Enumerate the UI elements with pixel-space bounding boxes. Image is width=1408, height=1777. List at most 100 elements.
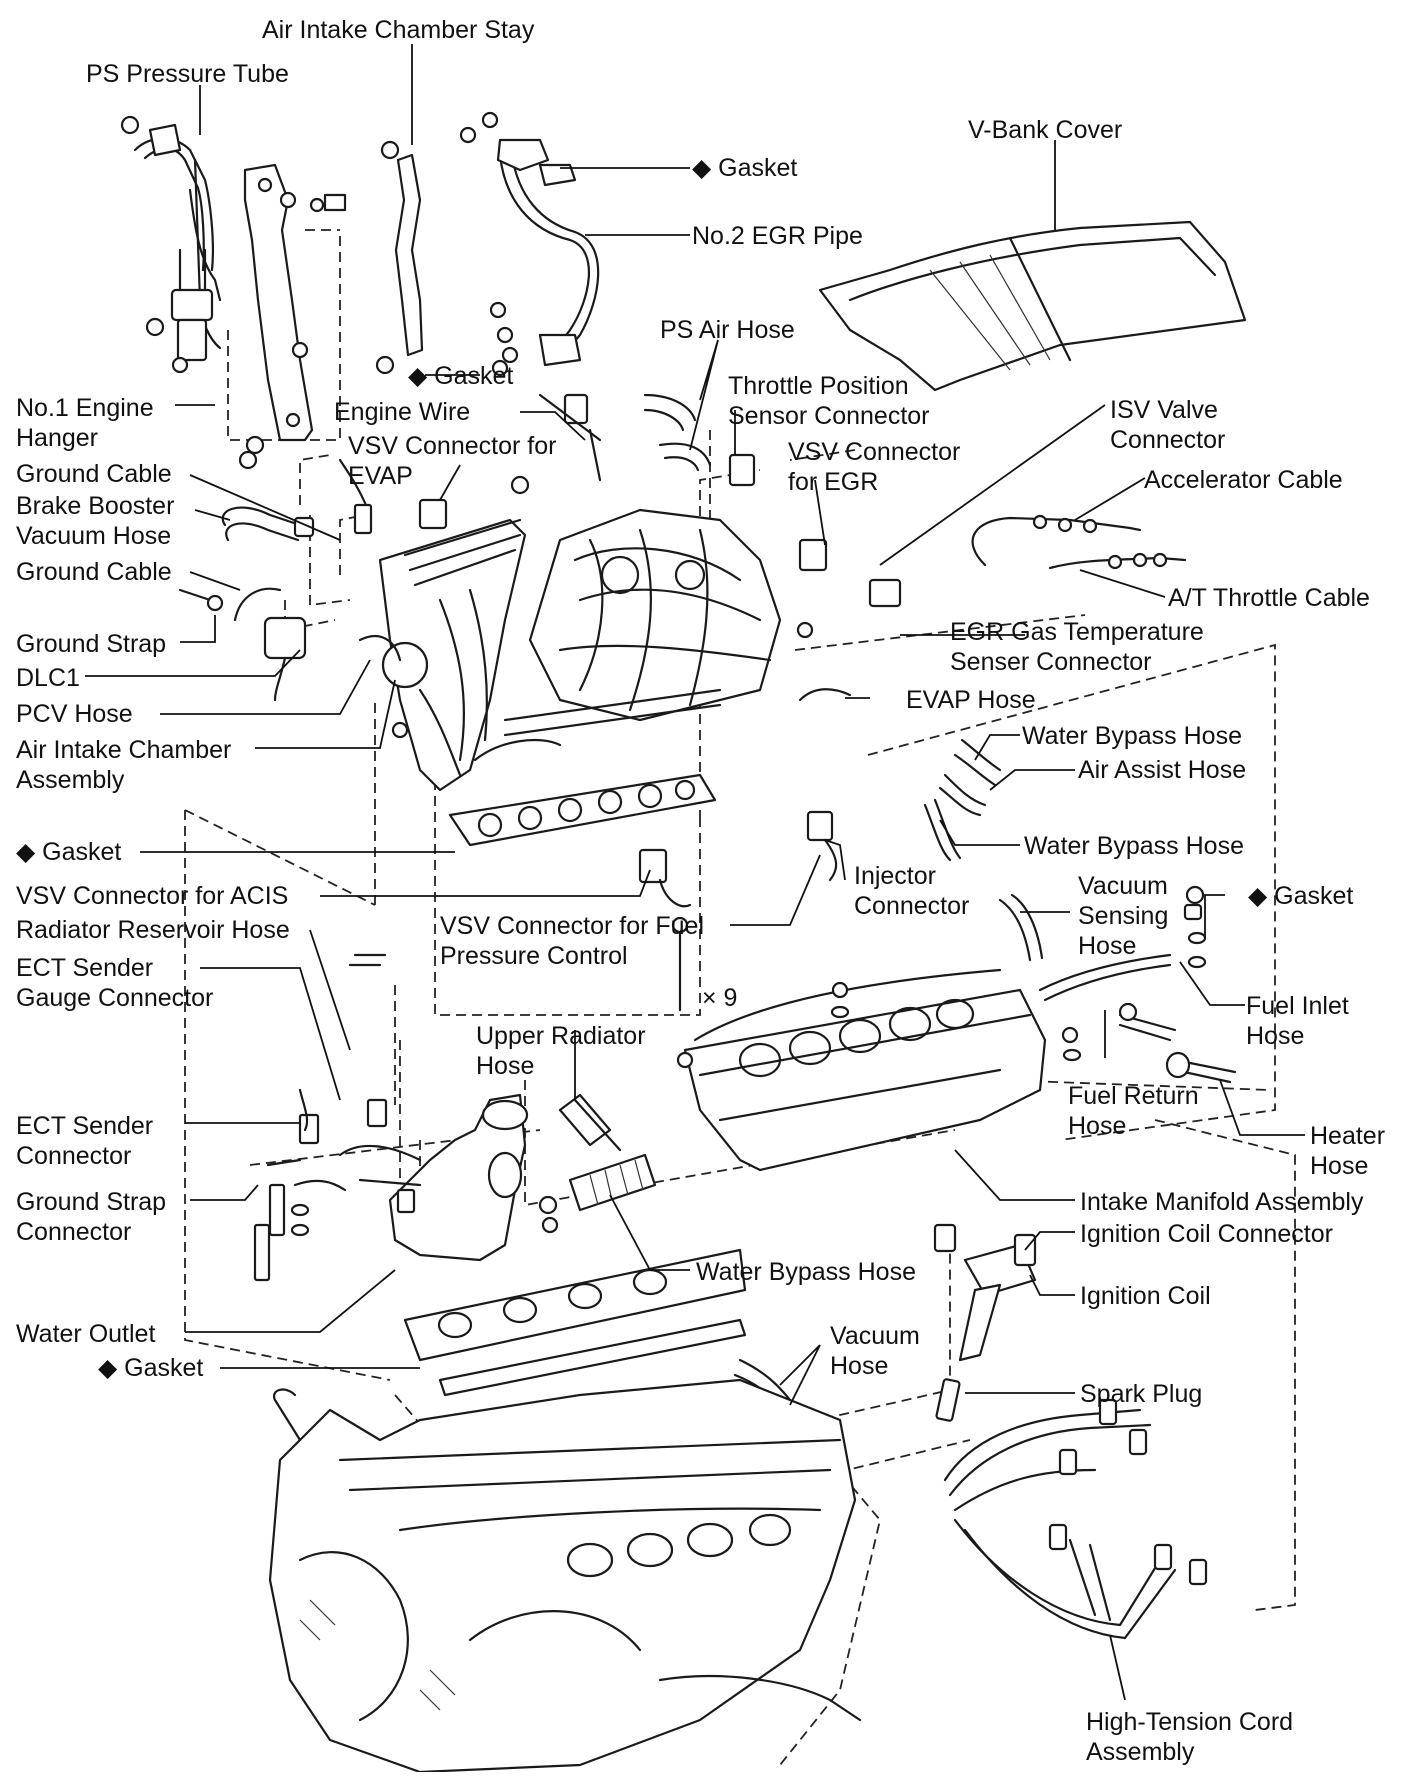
vsv-connectors-mid xyxy=(638,810,838,908)
label-gasket-bottom: ◆ Gasket xyxy=(98,1354,203,1382)
label-vsv-evap-2: EVAP xyxy=(348,462,413,490)
label-fuel-return-1: Fuel Return xyxy=(1068,1082,1199,1110)
label-accelerator-cable: Accelerator Cable xyxy=(1144,466,1343,494)
label-engine-wire: Engine Wire xyxy=(334,398,470,426)
label-ignition-coil-connector: Ignition Coil Connector xyxy=(1080,1220,1333,1248)
label-vsv-evap-1: VSV Connector for xyxy=(348,432,556,460)
label-pcv-hose: PCV Hose xyxy=(16,700,133,728)
label-ps-pressure-tube: PS Pressure Tube xyxy=(86,60,289,88)
label-fuel-return-2: Hose xyxy=(1068,1112,1126,1140)
label-vacuum-sensing-3: Hose xyxy=(1078,932,1136,960)
leader-lines xyxy=(85,44,1305,1701)
label-vsv-fuel-2: Pressure Control xyxy=(440,942,628,970)
air-intake-chamber-assembly xyxy=(358,518,527,792)
fuel-hoses xyxy=(1038,953,1237,1084)
label-vacuum-hose-1: Vacuum xyxy=(830,1322,920,1350)
label-no1-engine-hanger-2: Hanger xyxy=(16,424,98,452)
label-high-tension-1: High-Tension Cord xyxy=(1086,1708,1293,1736)
label-ps-air-hose: PS Air Hose xyxy=(660,316,795,344)
label-air-intake-chamber-2: Assembly xyxy=(16,766,125,794)
label-water-outlet: Water Outlet xyxy=(16,1320,155,1348)
label-gasket-egr-bottom: ◆ Gasket xyxy=(408,362,513,390)
label-vsv-acis: VSV Connector for ACIS xyxy=(16,882,288,910)
engine-block xyxy=(268,1378,862,1774)
label-ect-sender-2: Connector xyxy=(16,1142,131,1170)
label-intake-manifold: Intake Manifold Assembly xyxy=(1080,1188,1364,1216)
label-water-bypass-hose-2: Water Bypass Hose xyxy=(1024,832,1244,860)
ps-pressure-tube xyxy=(120,115,222,374)
intake-manifold-assembly xyxy=(671,916,1082,1172)
label-ground-strap-conn-1: Ground Strap xyxy=(16,1188,166,1216)
label-vacuum-hose-2: Hose xyxy=(830,1352,888,1380)
label-egr-gas-temp-2: Senser Connector xyxy=(950,648,1152,676)
water-outlet xyxy=(253,953,529,1282)
label-brake-booster-2: Vacuum Hose xyxy=(16,522,171,550)
label-heater-hose-2: Hose xyxy=(1310,1152,1368,1180)
label-injector-connector-1: Injector xyxy=(854,862,936,890)
label-vsv-fuel-1: VSV Connector for Fuel xyxy=(440,912,704,940)
label-fuel-inlet-2: Hose xyxy=(1246,1022,1304,1050)
chamber-gasket xyxy=(448,773,717,847)
label-evap-hose: EVAP Hose xyxy=(906,686,1036,714)
label-upper-radiator-1: Upper Radiator xyxy=(476,1022,646,1050)
label-ground-cable-2: Ground Cable xyxy=(16,558,172,586)
high-tension-cord xyxy=(943,1398,1208,1640)
ignition-parts xyxy=(933,1223,1037,1422)
ps-air-hose xyxy=(643,393,712,472)
label-isv-valve-1: ISV Valve xyxy=(1110,396,1218,424)
label-fuel-inlet-1: Fuel Inlet xyxy=(1246,992,1349,1020)
label-no1-engine-hanger-1: No.1 Engine xyxy=(16,394,154,422)
label-upper-radiator-2: Hose xyxy=(476,1052,534,1080)
label-throttle-position-2: Sensor Connector xyxy=(728,402,930,430)
label-air-intake-chamber-stay: Air Intake Chamber Stay xyxy=(262,16,535,44)
left-small-parts xyxy=(178,458,373,702)
label-isv-valve-2: Connector xyxy=(1110,426,1225,454)
label-spark-plug: Spark Plug xyxy=(1080,1380,1202,1408)
label-vsv-egr-1: VSV Connector xyxy=(788,438,960,466)
label-water-bypass-hose-1: Water Bypass Hose xyxy=(1022,722,1242,750)
parts-illustration xyxy=(120,111,1247,1774)
label-ground-cable-1: Ground Cable xyxy=(16,460,172,488)
label-high-tension-2: Assembly xyxy=(1086,1738,1195,1766)
label-air-intake-chamber-1: Air Intake Chamber xyxy=(16,736,231,764)
label-vacuum-sensing-2: Sensing xyxy=(1078,902,1168,930)
right-hoses xyxy=(798,688,1002,862)
label-ect-gauge-2: Gauge Connector xyxy=(16,984,213,1012)
label-vsv-egr-2: for EGR xyxy=(788,468,878,496)
v-bank-cover xyxy=(818,220,1247,392)
label-gasket-chamber: ◆ Gasket xyxy=(16,838,121,866)
label-gasket-egr-top: ◆ Gasket xyxy=(692,154,797,182)
label-v-bank-cover: V-Bank Cover xyxy=(968,116,1122,144)
label-air-assist-hose: Air Assist Hose xyxy=(1078,756,1246,784)
throttle-cables xyxy=(971,514,1187,570)
label-throttle-position-1: Throttle Position xyxy=(728,372,909,400)
label-ground-strap: Ground Strap xyxy=(16,630,166,658)
label-heater-hose-1: Heater xyxy=(1310,1122,1385,1150)
upper-radiator-hose xyxy=(538,1093,657,1234)
label-brake-booster-1: Brake Booster xyxy=(16,492,174,520)
air-intake-chamber-stay xyxy=(375,140,424,375)
label-injector-connector-2: Connector xyxy=(854,892,969,920)
label-dlc1: DLC1 xyxy=(16,664,80,692)
label-bolt-count: × 9 xyxy=(702,984,737,1012)
label-ignition-coil: Ignition Coil xyxy=(1080,1282,1211,1310)
no2-egr-pipe xyxy=(459,111,600,377)
label-gasket-right: ◆ Gasket xyxy=(1248,882,1353,910)
label-ground-strap-conn-2: Connector xyxy=(16,1218,131,1246)
lower-gaskets xyxy=(403,1248,747,1397)
label-vacuum-sensing-1: Vacuum xyxy=(1078,872,1168,900)
label-at-throttle-cable: A/T Throttle Cable xyxy=(1168,584,1370,612)
label-ect-gauge-1: ECT Sender xyxy=(16,954,153,982)
vacuum-sensing-hose xyxy=(998,885,1207,969)
no1-engine-hanger xyxy=(243,163,347,455)
top-connectors xyxy=(238,393,902,639)
part-labels: Air Intake Chamber Stay PS Pressure Tube… xyxy=(16,16,1385,1766)
engine-harness xyxy=(473,508,782,762)
label-ect-sender-1: ECT Sender xyxy=(16,1112,153,1140)
label-radiator-reservoir-hose: Radiator Reservoir Hose xyxy=(16,916,290,944)
label-egr-gas-temp-1: EGR Gas Temperature xyxy=(950,618,1204,646)
label-no2-egr-pipe: No.2 EGR Pipe xyxy=(692,222,863,250)
label-water-bypass-hose-3: Water Bypass Hose xyxy=(696,1258,916,1286)
